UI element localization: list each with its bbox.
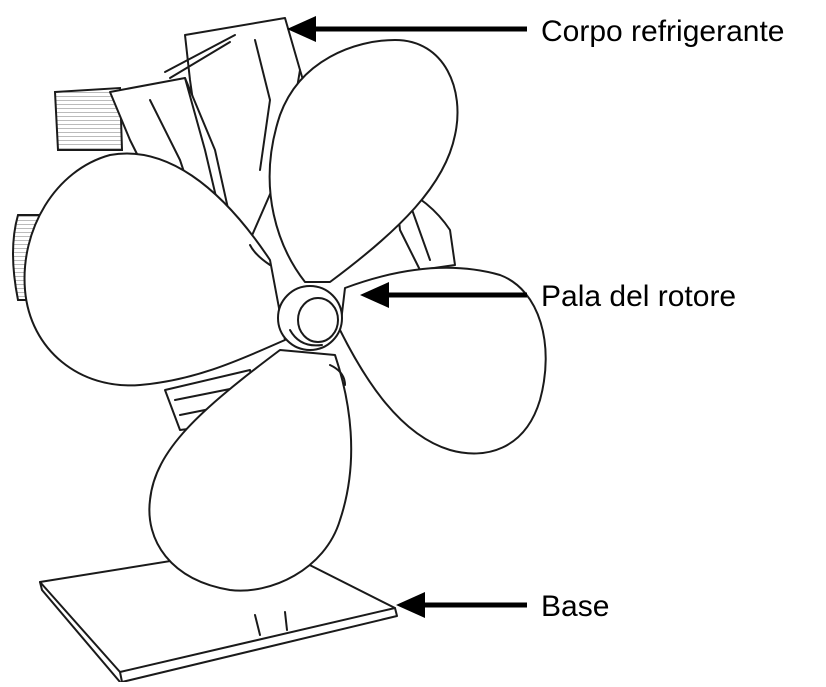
arrowhead-rotor — [360, 282, 389, 308]
arrowhead-base — [396, 592, 425, 618]
label-rotor-blade: Pala del rotore — [541, 280, 736, 313]
label-base: Base — [541, 590, 609, 623]
arrowhead-cooling — [287, 16, 316, 42]
rotor-blades — [23, 39, 547, 592]
callout-rotor-blade: Pala del rotore — [360, 280, 736, 313]
callout-cooling-body: Corpo refrigerante — [287, 15, 784, 48]
base-plate — [39, 544, 398, 683]
label-cooling-body: Corpo refrigerante — [541, 15, 784, 48]
callout-base: Base — [396, 590, 609, 623]
